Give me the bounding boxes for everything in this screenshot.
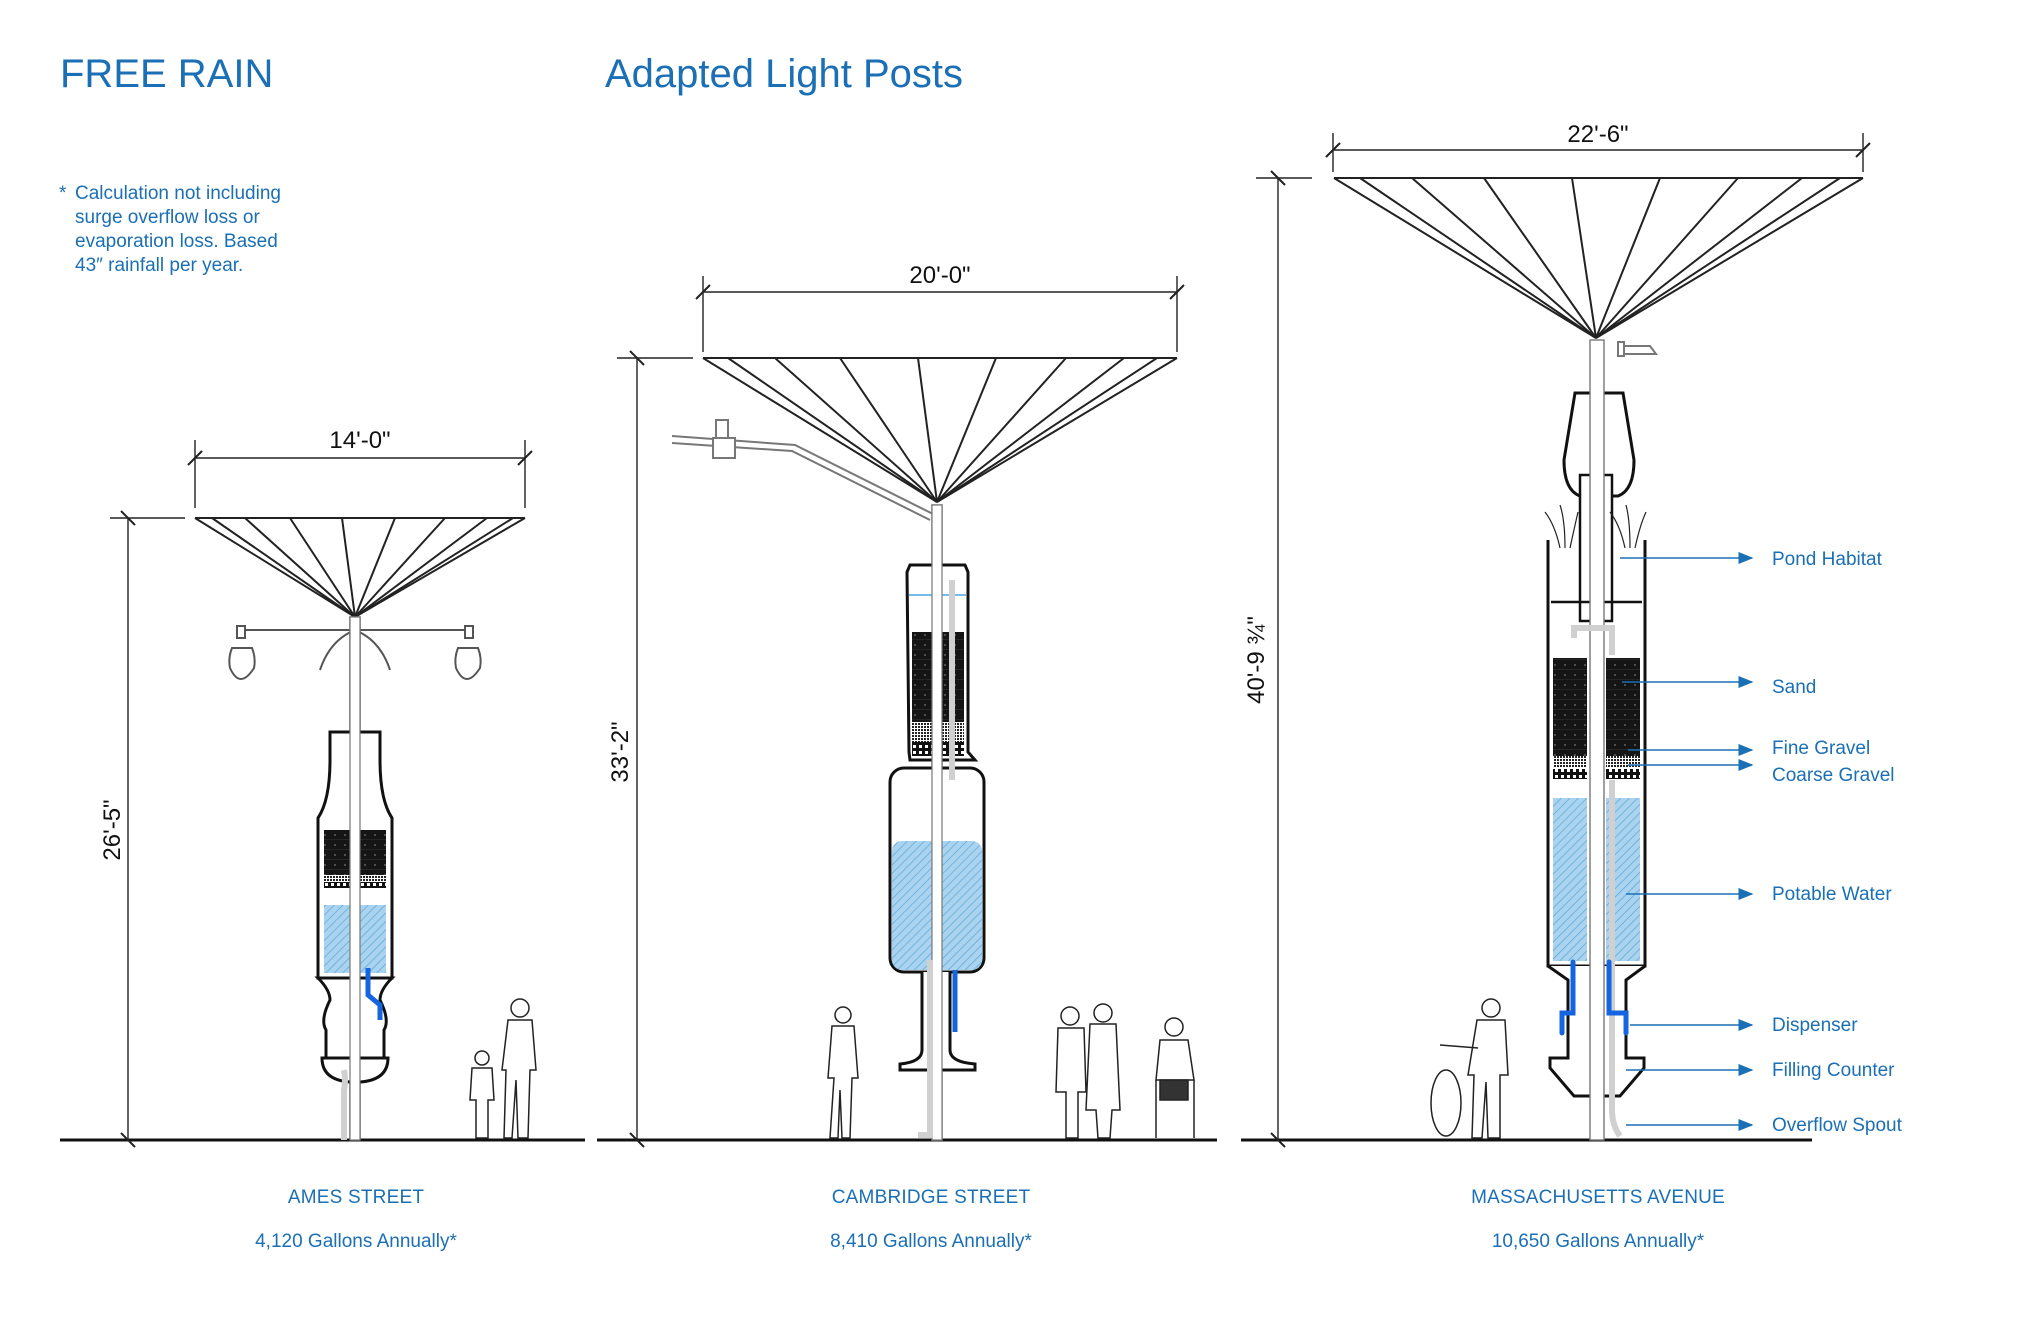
label-overflow-spout: Overflow Spout bbox=[1772, 1115, 1903, 1136]
filter-body-cambridge bbox=[888, 504, 986, 1141]
filter-body-ames bbox=[314, 616, 396, 1141]
page-title: FREE RAIN bbox=[60, 52, 274, 96]
label-coarse-gravel: Coarse Gravel bbox=[1772, 765, 1895, 786]
gallons-cambridge: 8,410 Gallons Annually* bbox=[830, 1231, 1032, 1252]
dispenser-ames bbox=[365, 968, 383, 1020]
lamp-arms-ames bbox=[228, 625, 482, 680]
footnote-line: evaporation loss. Based bbox=[75, 231, 278, 252]
filter-body-massachusetts bbox=[1544, 339, 1647, 1141]
dispenser-massachusetts bbox=[1559, 959, 1629, 1036]
height-label: 26'-5" bbox=[99, 799, 126, 860]
dimension-height-cambridge bbox=[617, 350, 693, 1148]
canopy-width-label: 22'-6" bbox=[1567, 121, 1628, 148]
canopy-ames bbox=[194, 517, 526, 618]
street-lamp-arm-cambridge bbox=[671, 419, 936, 540]
footnote: * Calculation not including surge overfl… bbox=[59, 182, 319, 278]
footnote-marker: * bbox=[59, 183, 67, 204]
dimension-height-massachusetts bbox=[1256, 170, 1312, 1148]
canopy-cambridge bbox=[702, 357, 1178, 503]
canopy-width-label: 14'-0" bbox=[329, 427, 390, 454]
dimension-width-massachusetts bbox=[1325, 133, 1871, 172]
people-cambridge bbox=[827, 1003, 1195, 1139]
footnote-line: Calculation not including bbox=[75, 183, 281, 204]
dimension-height-ames bbox=[110, 510, 185, 1148]
post-name-ames: AMES STREET bbox=[287, 1187, 425, 1208]
post-ames-street: 14'-0" 26'-5" bbox=[99, 427, 537, 1148]
post-name-cambridge: CAMBRIDGE STREET bbox=[831, 1187, 1031, 1208]
dimension-width-ames bbox=[187, 440, 533, 508]
pole-massachusetts bbox=[1589, 339, 1605, 1141]
component-callouts bbox=[1620, 552, 1754, 1131]
post-name-massachusetts: MASSACHUSETTS AVENUE bbox=[1471, 1187, 1725, 1208]
label-sand: Sand bbox=[1772, 677, 1816, 698]
dimension-width-cambridge bbox=[695, 276, 1185, 352]
label-filling-counter: Filling Counter bbox=[1772, 1060, 1895, 1081]
post-cambridge-street: 20'-0" 33'-2" bbox=[607, 262, 1195, 1148]
cyclist-massachusetts bbox=[1430, 998, 1509, 1139]
height-label: 40'-9 ¾" bbox=[1243, 616, 1270, 704]
footnote-line: 43″ rainfall per year. bbox=[75, 255, 244, 276]
street-lamp-massachusetts bbox=[1617, 341, 1658, 357]
water-tank-massachusetts bbox=[1553, 798, 1587, 961]
label-fine-gravel: Fine Gravel bbox=[1772, 738, 1870, 759]
plants bbox=[1544, 504, 1647, 549]
footnote-line: surge overflow loss or bbox=[75, 207, 260, 228]
label-pond-habitat: Pond Habitat bbox=[1772, 549, 1883, 570]
height-label: 33'-2" bbox=[607, 721, 634, 782]
gallons-massachusetts: 10,650 Gallons Annually* bbox=[1491, 1231, 1705, 1252]
post-massachusetts-avenue: 22'-6" 40'-9 ¾" bbox=[1243, 121, 1903, 1148]
page-subtitle: Adapted Light Posts bbox=[605, 52, 964, 96]
canopy-massachusetts bbox=[1333, 177, 1864, 339]
canopy-width-label: 20'-0" bbox=[909, 262, 970, 289]
gallons-ames: 4,120 Gallons Annually* bbox=[255, 1231, 457, 1252]
people-ames bbox=[469, 998, 537, 1139]
label-potable-water: Potable Water bbox=[1772, 884, 1892, 905]
label-dispenser: Dispenser bbox=[1772, 1015, 1858, 1036]
component-labels: Pond Habitat Sand Fine Gravel Coarse Gra… bbox=[1772, 549, 1903, 1136]
